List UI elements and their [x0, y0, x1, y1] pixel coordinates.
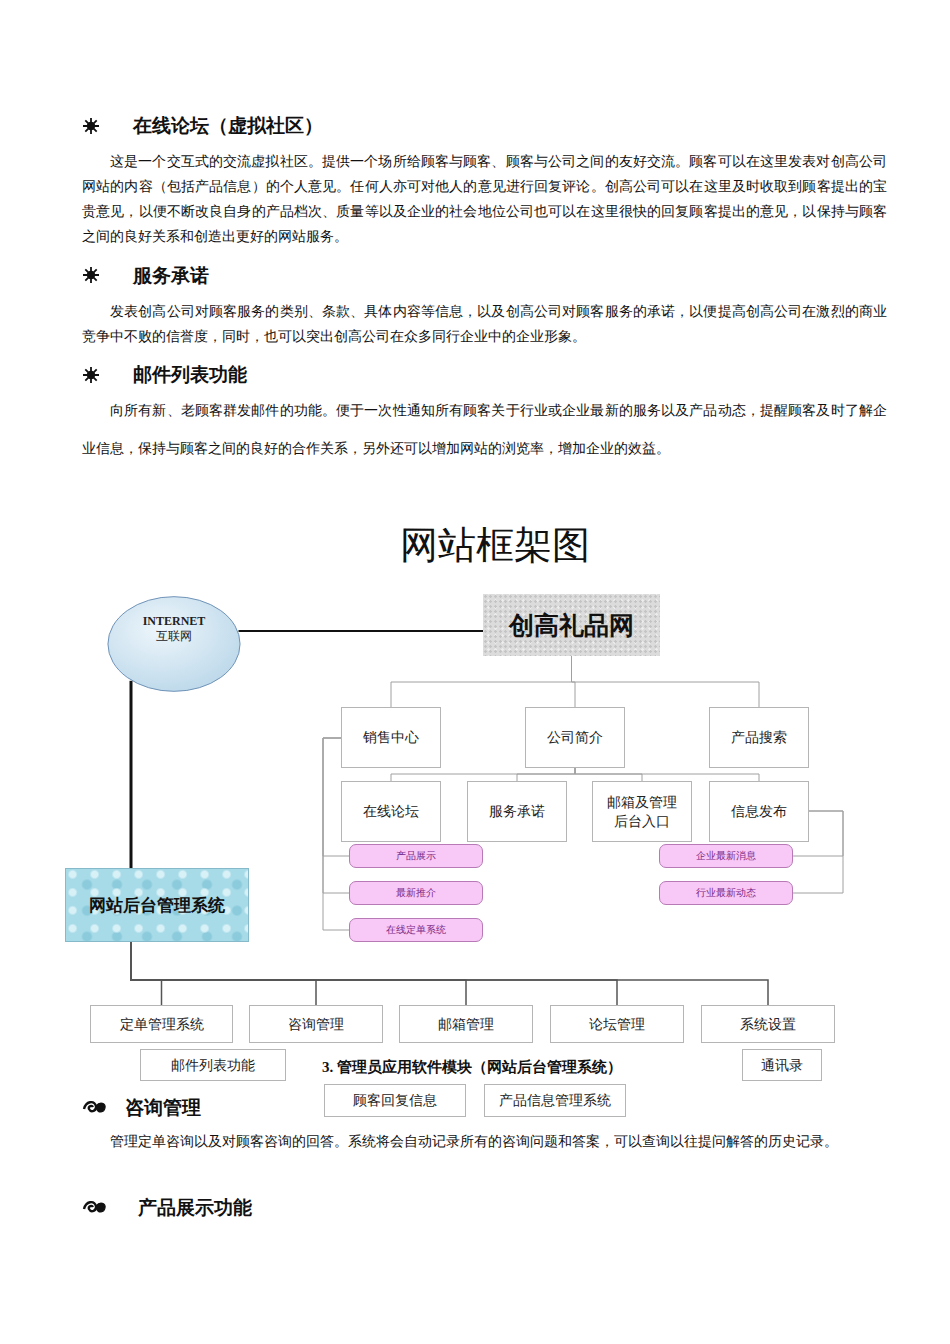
module-box: 产品信息管理系统	[484, 1084, 626, 1117]
node-text: 顾客回复信息	[353, 1091, 437, 1110]
node-text: 销售中心	[363, 728, 419, 747]
bullet-symbol	[84, 1202, 105, 1212]
connector-line	[391, 656, 572, 707]
node-text: 创高礼品网	[509, 609, 634, 642]
bullet-symbol	[83, 367, 99, 383]
internet-ellipse: INTERNET互联网	[107, 596, 241, 692]
connector-line	[391, 768, 575, 781]
connector-line	[130, 681, 133, 868]
node-text: 互联网	[156, 629, 192, 644]
node-text: 最新推介	[396, 886, 436, 900]
module-box: 论坛管理	[550, 1005, 684, 1043]
body-paragraph: 这是一个交互式的交流虚拟社区。提供一个场所给顾客与顾客、顾客与公司之间的友好交流…	[82, 149, 887, 249]
sub-item: 产品展示	[349, 844, 483, 868]
node-text: 网站后台管理系统	[89, 894, 225, 917]
bullet-symbol	[83, 118, 99, 134]
connector-line	[572, 656, 760, 707]
section-heading: 邮件列表功能	[133, 362, 247, 388]
node-text: INTERNET	[143, 614, 206, 629]
ellipse-outline	[107, 596, 241, 692]
body-paragraph: 发表创高公司对顾客服务的类别、条款、具体内容等信息，以及创高公司对顾客服务的承诺…	[82, 299, 887, 349]
node-text: 信息发布	[731, 802, 787, 821]
node-text: 在线论坛	[363, 802, 419, 821]
connector-line	[131, 942, 768, 1005]
bullet-symbol	[83, 267, 99, 283]
node-text: 行业最新动态	[696, 886, 756, 900]
body-paragraph: 管理定单咨询以及对顾客咨询的回答。系统将会自动记录所有的咨询问题和答案，可以查询…	[82, 1129, 887, 1154]
site-banner: 创高礼品网	[483, 594, 660, 656]
node-text: 邮件列表功能	[171, 1056, 255, 1075]
node-text: 公司简介	[547, 728, 603, 747]
sub-item: 最新推介	[349, 881, 483, 905]
node-text: 在线定单系统	[386, 923, 446, 937]
menu-box: 信息发布	[709, 781, 809, 842]
sub-item: 行业最新动态	[659, 881, 793, 905]
menu-box: 销售中心	[341, 707, 441, 768]
module-box: 通讯录	[742, 1049, 822, 1081]
sub-item: 在线定单系统	[349, 918, 483, 942]
module-box: 顾客回复信息	[324, 1084, 466, 1117]
connector-line	[131, 942, 162, 1005]
menu-box: 产品搜索	[709, 707, 809, 768]
module-box: 邮箱管理	[399, 1005, 533, 1043]
connector-line	[131, 942, 466, 1005]
menu-box: 邮箱及管理 后台入口	[592, 781, 692, 842]
node-text: 论坛管理	[589, 1015, 645, 1034]
module-box: 邮件列表功能	[140, 1049, 286, 1081]
section-heading: 咨询管理	[125, 1095, 201, 1121]
node-text: 系统设置	[740, 1015, 796, 1034]
section-heading: 在线论坛（虚拟社区）	[133, 113, 323, 139]
module-box: 系统设置	[701, 1005, 835, 1043]
connector-line	[131, 942, 316, 1005]
node-text: 产品搜索	[731, 728, 787, 747]
menu-box: 在线论坛	[341, 781, 441, 842]
diagram-title: 网站框架图	[400, 520, 590, 571]
menu-box: 服务承诺	[467, 781, 567, 842]
node-text: 定单管理系统	[120, 1015, 204, 1034]
node-text: 服务承诺	[489, 802, 545, 821]
connector-line	[575, 768, 759, 781]
node-text: 通讯录	[761, 1056, 803, 1075]
node-text: 咨询管理	[288, 1015, 344, 1034]
section-heading: 产品展示功能	[138, 1195, 252, 1221]
node-text: 产品展示	[396, 849, 436, 863]
bullet-symbol	[84, 1102, 105, 1112]
body-paragraph: 向所有新、老顾客群发邮件的功能。便于一次性通知所有顾客关于行业或企业最新的服务以…	[82, 392, 887, 467]
node-text: 邮箱及管理 后台入口	[601, 793, 683, 831]
node-text: 产品信息管理系统	[499, 1091, 611, 1110]
connector-line	[131, 942, 617, 1005]
connector-line	[517, 768, 575, 781]
section-heading: 服务承诺	[133, 263, 209, 289]
figure-caption: 3. 管理员应用软件模块（网站后台管理系统）	[322, 1058, 622, 1077]
sub-item: 企业最新消息	[659, 844, 793, 868]
menu-box: 公司简介	[525, 707, 625, 768]
node-text: 邮箱管理	[438, 1015, 494, 1034]
connector-line	[238, 630, 483, 632]
admin-system-box: 网站后台管理系统	[65, 868, 249, 942]
module-box: 定单管理系统	[90, 1005, 233, 1043]
node-text: 企业最新消息	[696, 849, 756, 863]
module-box: 咨询管理	[249, 1005, 383, 1043]
